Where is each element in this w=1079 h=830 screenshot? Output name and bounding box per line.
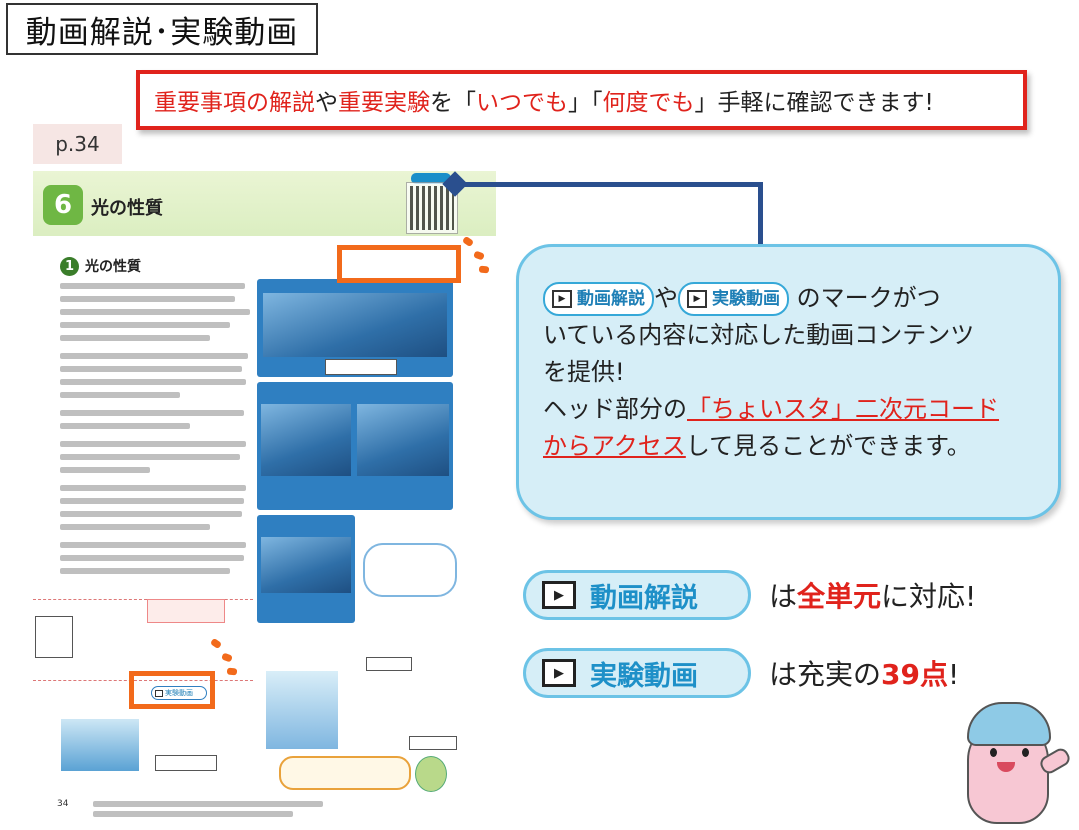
qr-access-highlight: 「ちょいスタ」二次元コード bbox=[687, 395, 999, 423]
video-commentary-badge-large: ▶ 動画解説 bbox=[523, 570, 751, 620]
section-title: 光の性質 bbox=[85, 259, 141, 275]
fiber-diagram bbox=[363, 543, 457, 597]
mascot-eye bbox=[990, 748, 997, 757]
callout-line: を提供! bbox=[543, 358, 625, 386]
badge-label: 動画解説 bbox=[590, 582, 698, 614]
qr-code-icon bbox=[407, 183, 457, 233]
feature-row-experiment: ▶ 実験動画 は充実の39点! bbox=[523, 648, 959, 698]
page-title: 動画解説･実験動画 bbox=[6, 3, 318, 55]
glass-diagram-label bbox=[366, 657, 412, 671]
feature-text-part: ! bbox=[947, 658, 960, 691]
page-number: 34 bbox=[57, 799, 69, 809]
connector-line bbox=[758, 182, 763, 247]
mirror-diagram bbox=[33, 599, 253, 681]
banner-highlight: いつでも bbox=[476, 90, 568, 116]
mascot-mouth bbox=[997, 762, 1015, 772]
note-balloon bbox=[279, 756, 411, 790]
callout-line: のマークがつ bbox=[796, 284, 941, 312]
callout-line: ヘッド部分の bbox=[543, 395, 687, 423]
feature-text-part: に対応! bbox=[881, 580, 977, 613]
feature-text-part: は bbox=[769, 580, 798, 613]
water-photo bbox=[61, 719, 139, 771]
play-icon: ▶ bbox=[687, 290, 707, 308]
highlight-box-bottom bbox=[129, 671, 215, 709]
diagram-note bbox=[147, 599, 225, 623]
video-commentary-badge: ▶ 動画解説 bbox=[543, 282, 654, 316]
refraction-label bbox=[155, 755, 217, 771]
banner-text: 」「 bbox=[568, 90, 603, 116]
connector-line bbox=[455, 182, 763, 187]
mascot-hat bbox=[967, 702, 1051, 746]
highlight-box-top bbox=[337, 245, 461, 283]
badge-label: 動画解説 bbox=[577, 288, 645, 309]
refraction-panel bbox=[257, 382, 453, 510]
qr-access-highlight: からアクセス bbox=[543, 432, 686, 460]
badge-label: 実験動画 bbox=[590, 660, 698, 692]
mascot-eye bbox=[1022, 748, 1029, 757]
emphasis-dash bbox=[478, 265, 490, 274]
page-reference-tag: p.34 bbox=[33, 124, 122, 164]
play-icon: ▶ bbox=[542, 581, 576, 609]
callout-line: して見ることができます。 bbox=[685, 432, 971, 460]
experiment-video-badge: ▶ 実験動画 bbox=[678, 282, 789, 316]
body-text-block bbox=[60, 283, 250, 581]
diagram-note bbox=[35, 616, 73, 658]
emphasis-dash bbox=[226, 667, 238, 676]
banner-highlight: 重要実験 bbox=[338, 90, 430, 116]
unit-number: 6 bbox=[43, 185, 83, 225]
qr-label bbox=[411, 173, 451, 184]
total-reflection-panel bbox=[257, 515, 355, 623]
feature-text-part: は充実の bbox=[769, 658, 882, 691]
video-mark: 実験動画 bbox=[151, 686, 207, 700]
section-number: 1 bbox=[60, 257, 79, 276]
textbook-page-image: 6 光の性質 1 光の性質 bbox=[33, 171, 496, 827]
footnote bbox=[93, 811, 293, 817]
callout-bubble bbox=[516, 244, 1061, 520]
callout-text: ▶ 動画解説や ▶ 実験動画 のマークがつ いている内容に対応した動画コンテンツ を提… bbox=[543, 280, 1043, 465]
badge-label: 実験動画 bbox=[712, 288, 780, 309]
feature-highlight: 全単元 bbox=[797, 580, 882, 613]
headline-banner: 重要事項の解説や重要実験を「いつでも」「何度でも」手軽に確認できます! bbox=[136, 70, 1027, 130]
reflection-label bbox=[325, 359, 397, 375]
feature-text: は充実の39点! bbox=[769, 653, 959, 693]
glass-photo bbox=[266, 671, 338, 749]
frog-mascot bbox=[415, 756, 447, 792]
feature-text: は全単元に対応! bbox=[769, 575, 976, 615]
unit-title: 光の性質 bbox=[91, 198, 163, 219]
video-mark-label: 実験動画 bbox=[165, 689, 193, 697]
play-icon: ▶ bbox=[552, 290, 572, 308]
banner-highlight: 重要事項の解説 bbox=[154, 90, 315, 116]
play-icon: ▶ bbox=[542, 659, 576, 687]
connector-text: や bbox=[654, 284, 678, 312]
feature-highlight: 39点 bbox=[881, 658, 948, 691]
glass-diagram-label bbox=[409, 736, 457, 750]
experiment-video-badge-large: ▶ 実験動画 bbox=[523, 648, 751, 698]
callout-line: いている内容に対応した動画コンテンツ bbox=[543, 321, 975, 349]
banner-text: 」手軽に確認できます! bbox=[694, 90, 934, 116]
feature-row-video: ▶ 動画解説 は全単元に対応! bbox=[523, 570, 976, 620]
banner-text: を「 bbox=[430, 90, 476, 116]
footnote bbox=[93, 801, 323, 807]
banner-highlight: 何度でも bbox=[602, 90, 695, 116]
banner-text: や bbox=[315, 90, 338, 116]
